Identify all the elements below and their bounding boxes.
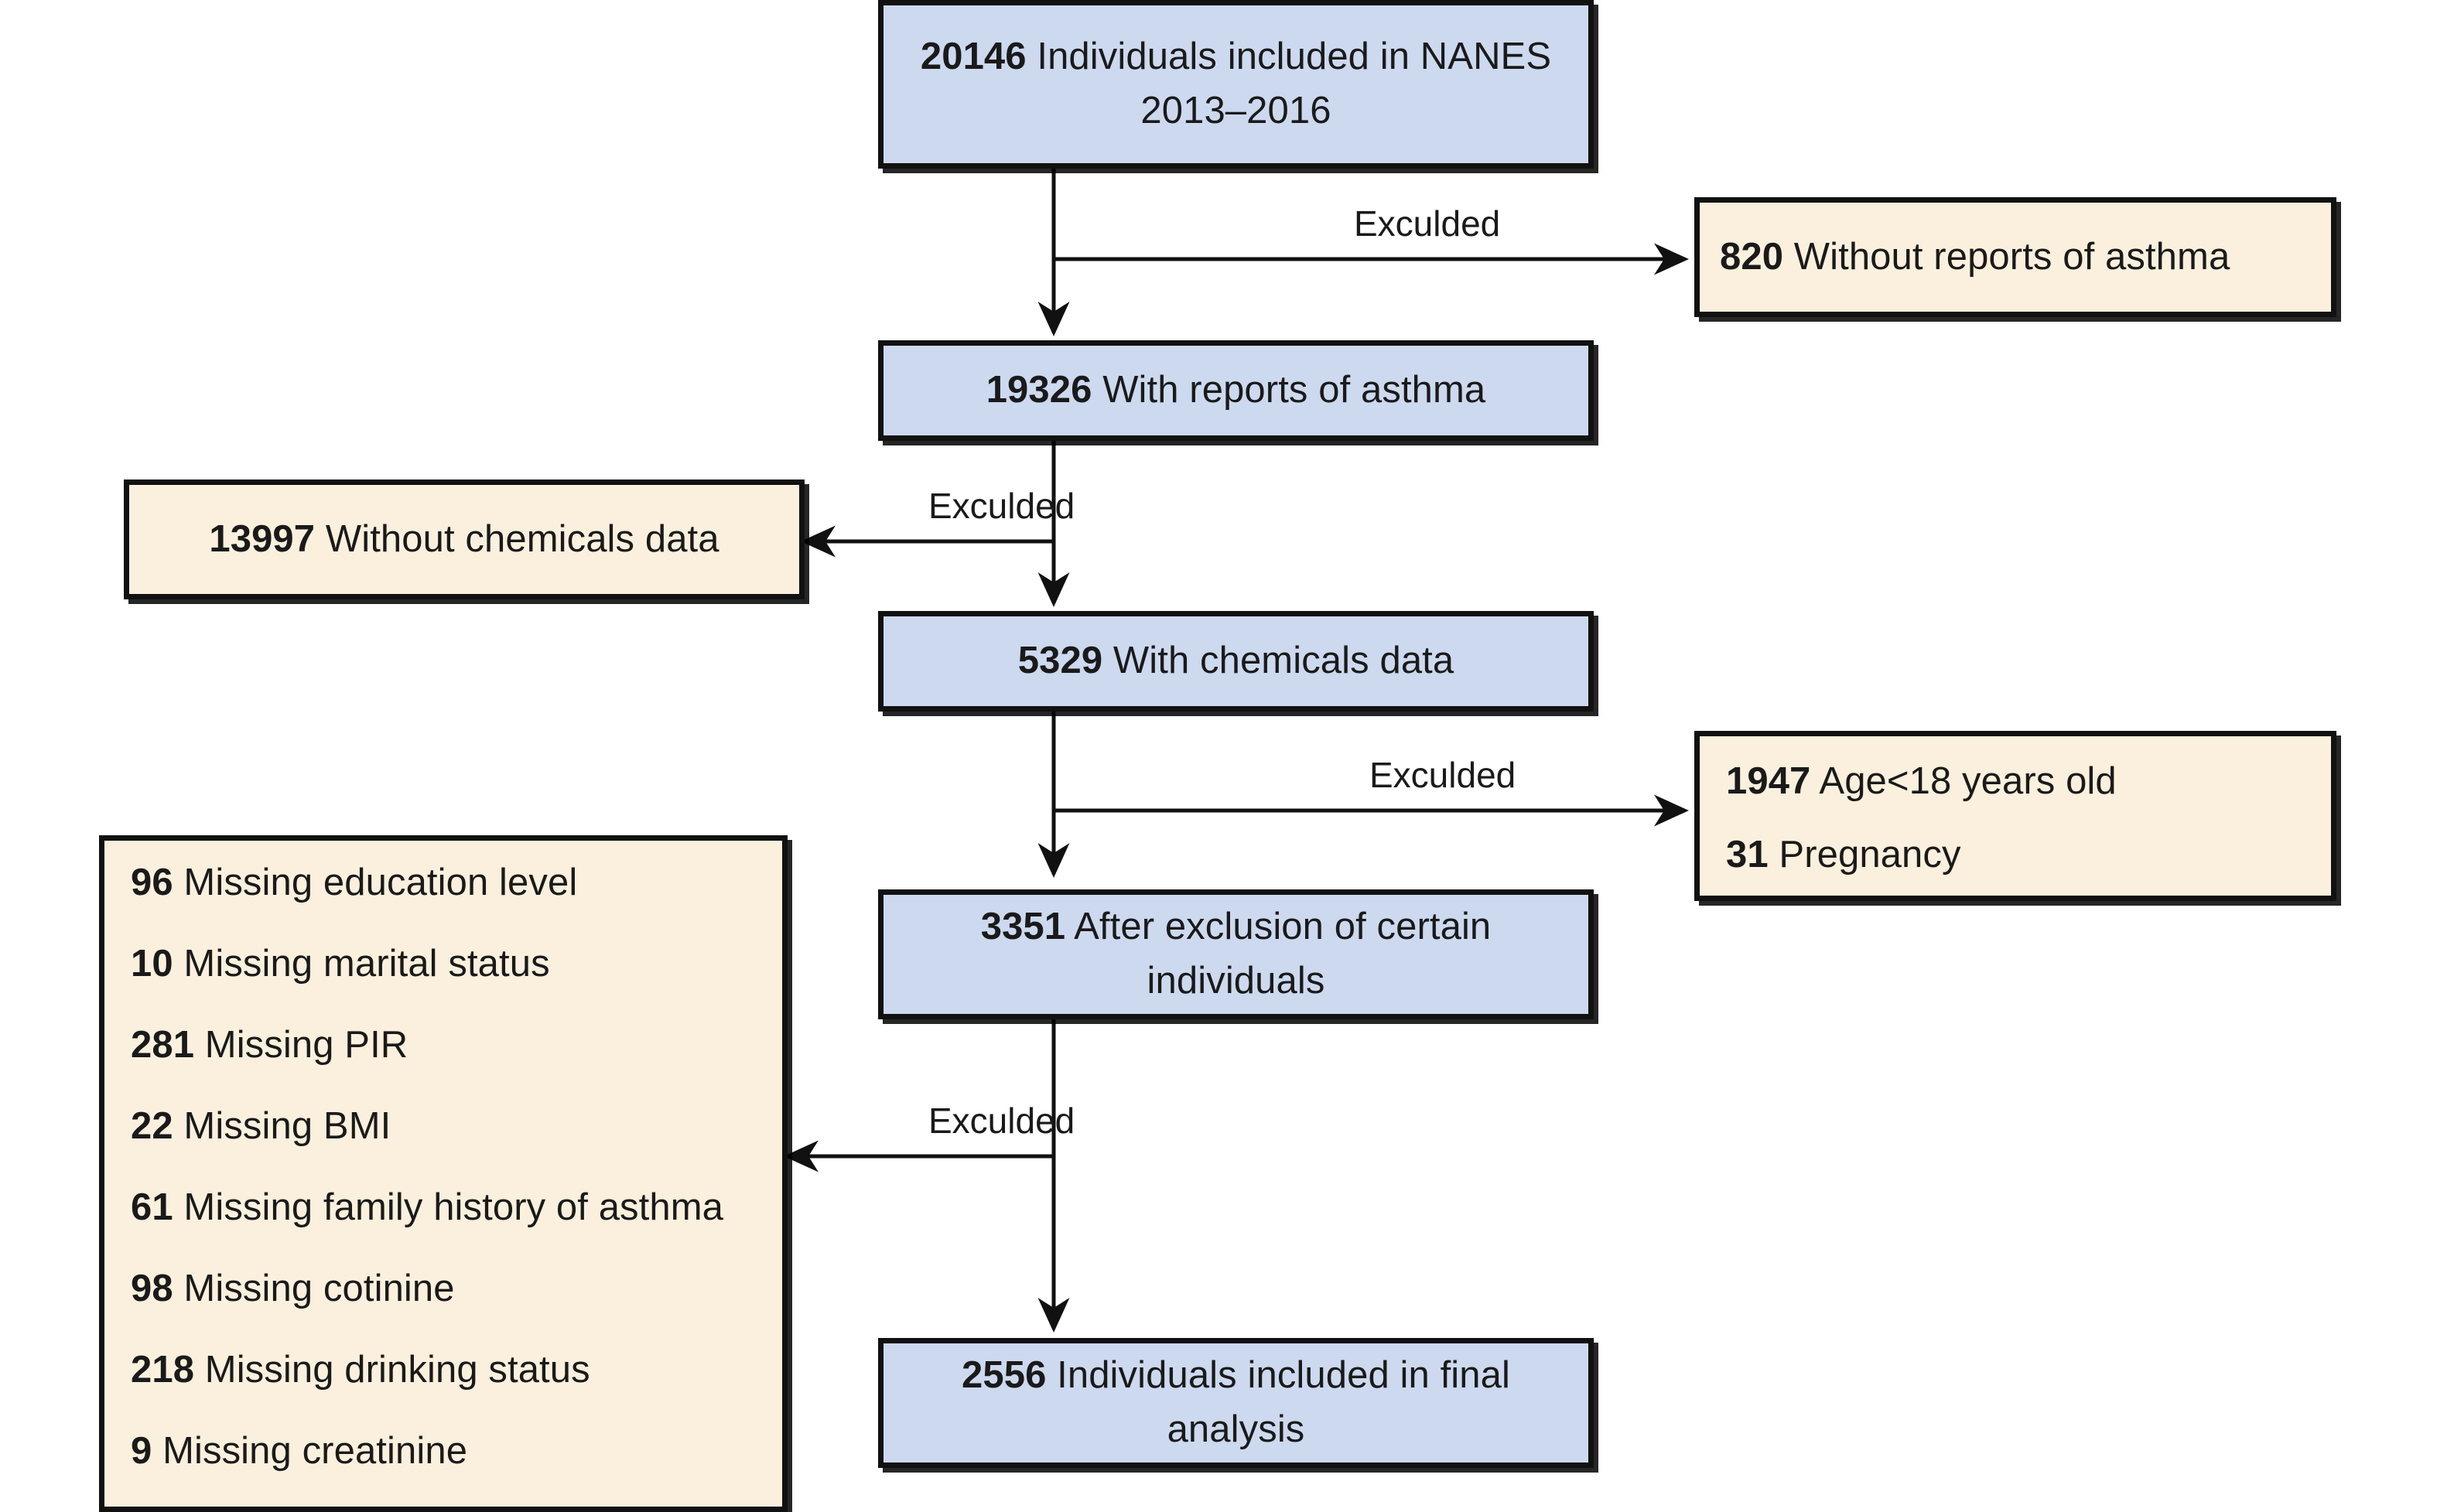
node-excluded-no-asthma-report-label: Without reports of asthma: [1793, 235, 2230, 278]
node-excluded-missing-count-5: 98: [131, 1268, 173, 1309]
list-item: 1947 Age<18 years old: [1726, 763, 2305, 800]
node-excluded-demographics-label-1: Pregnancy: [1779, 834, 1961, 875]
node-with-asthma-report: 19326 With reports of asthma: [878, 340, 1594, 441]
node-with-chemicals: 5329 With chemicals data: [878, 611, 1594, 712]
node-excluded-missing-count-0: 96: [131, 862, 173, 903]
list-item: 98 Missing cotinine: [131, 1270, 756, 1308]
node-after-exclusion-text: 3351 After exclusion of certain individu…: [904, 900, 1568, 1008]
node-with-chemicals-text: 5329 With chemicals data: [1018, 634, 1454, 688]
node-excluded-no-asthma-report-text: 820 Without reports of asthma: [1720, 230, 2230, 285]
list-item: 10 Missing marital status: [131, 945, 756, 983]
list-item: 218 Missing drinking status: [131, 1351, 756, 1389]
list-item: 22 Missing BMI: [131, 1108, 756, 1145]
node-excluded-demographics-count-1: 31: [1726, 834, 1769, 875]
node-with-chemicals-label: With chemicals data: [1113, 640, 1454, 682]
node-total-label: Individuals included in NANES 2013–2016: [1037, 36, 1552, 131]
node-with-asthma-report-text: 19326 With reports of asthma: [986, 363, 1486, 418]
list-item: 31 Pregnancy: [1726, 836, 2305, 874]
edge-label-excluded-3: Exculded: [1369, 755, 1516, 795]
list-item: 96 Missing education level: [131, 864, 756, 902]
edge-label-excluded-1: Exculded: [1354, 203, 1501, 244]
node-with-asthma-report-label: With reports of asthma: [1102, 369, 1486, 411]
node-excluded-demographics-count-0: 1947: [1726, 760, 1811, 802]
node-excluded-no-chemicals-text: 13997 Without chemicals data: [209, 513, 719, 567]
node-final-analysis-text: 2556 Individuals included in final analy…: [904, 1349, 1568, 1456]
node-excluded-no-asthma-report: 820 Without reports of asthma: [1694, 197, 2336, 317]
node-excluded-missing-count-6: 218: [131, 1349, 195, 1391]
node-excluded-missing-count-2: 281: [131, 1024, 195, 1066]
node-final-analysis-label: Individuals included in final analysis: [1057, 1354, 1510, 1450]
node-excluded-demographics: 1947 Age<18 years old 31 Pregnancy: [1694, 731, 2336, 901]
node-excluded-missing-label-3: Missing BMI: [183, 1105, 391, 1147]
node-excluded-no-chemicals-count: 13997: [209, 517, 316, 560]
node-excluded-missing-count-1: 10: [131, 943, 173, 985]
list-item: 61 Missing family history of asthma: [131, 1189, 756, 1227]
node-after-exclusion-label: After exclusion of certain individuals: [1074, 906, 1492, 1002]
node-excluded-missing-data: 96 Missing education level 10 Missing ma…: [99, 835, 788, 1512]
node-excluded-missing-count-3: 22: [131, 1105, 173, 1147]
node-excluded-missing-label-0: Missing education level: [183, 862, 578, 903]
node-total-text: 20146 Individuals included in NANES 2013…: [904, 30, 1568, 138]
node-after-exclusion: 3351 After exclusion of certain individu…: [878, 889, 1594, 1019]
node-total-count: 20146: [920, 36, 1027, 78]
node-excluded-missing-count-7: 9: [131, 1430, 152, 1472]
node-excluded-no-asthma-report-count: 820: [1720, 235, 1784, 278]
edge-label-excluded-4: Exculded: [928, 1101, 1075, 1141]
node-excluded-missing-label-7: Missing creatinine: [162, 1430, 468, 1472]
node-final-analysis-count: 2556: [962, 1354, 1047, 1397]
list-item: 9 Missing creatinine: [131, 1432, 756, 1470]
node-excluded-missing-count-4: 61: [131, 1186, 173, 1228]
node-excluded-missing-label-1: Missing marital status: [183, 943, 550, 985]
node-final-analysis: 2556 Individuals included in final analy…: [878, 1338, 1594, 1468]
node-after-exclusion-count: 3351: [980, 906, 1066, 948]
edge-label-excluded-2: Exculded: [928, 486, 1075, 526]
node-total-included: 20146 Individuals included in NANES 2013…: [878, 0, 1594, 169]
node-excluded-missing-label-5: Missing cotinine: [183, 1268, 455, 1309]
list-item: 281 Missing PIR: [131, 1026, 756, 1064]
node-excluded-demographics-label-0: Age<18 years old: [1819, 760, 2117, 802]
node-excluded-missing-label-4: Missing family history of asthma: [183, 1186, 723, 1228]
node-with-chemicals-count: 5329: [1017, 640, 1103, 682]
node-excluded-no-chemicals-label: Without chemicals data: [325, 517, 719, 560]
node-excluded-missing-label-2: Missing PIR: [204, 1024, 408, 1066]
node-excluded-missing-label-6: Missing drinking status: [204, 1349, 590, 1391]
node-excluded-no-chemicals: 13997 Without chemicals data: [124, 480, 805, 599]
node-with-asthma-report-count: 19326: [986, 369, 1092, 411]
